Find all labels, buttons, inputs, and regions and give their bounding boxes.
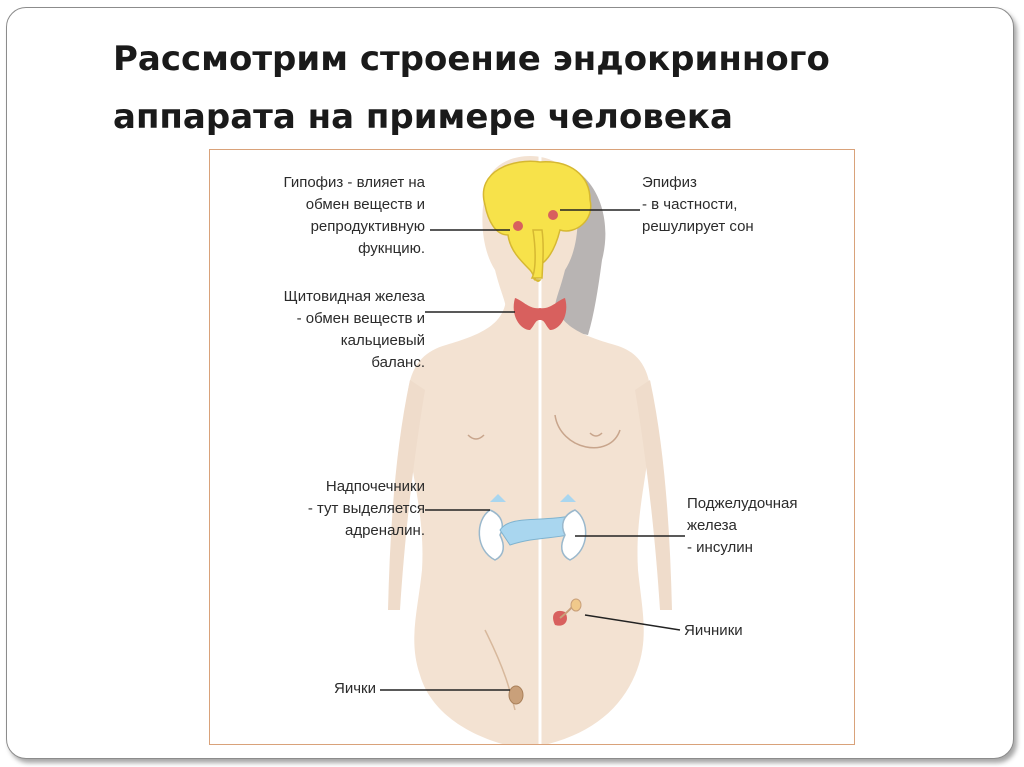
- title-line-1: Рассмотрим строение эндокринного: [113, 39, 830, 79]
- right-chest: [554, 414, 621, 449]
- right-adrenal: [560, 494, 576, 502]
- endocrine-diagram: Гипофиз - влияет на обмен веществ и репр…: [209, 149, 855, 745]
- testis-shape: [508, 685, 524, 705]
- label-pituitary: Гипофиз - влияет на обмен веществ и репр…: [283, 174, 425, 257]
- thyroid-shape: [513, 298, 567, 330]
- pineal-dot: [548, 210, 558, 220]
- label-pancreas: Поджелудочная железа - инсулин: [687, 495, 798, 556]
- pituitary-dot: [513, 221, 523, 231]
- brainstem: [530, 229, 544, 279]
- label-pineal: Эпифиз - в частности, решулирует сон: [642, 174, 754, 235]
- right-nipple: [589, 432, 603, 437]
- right-kidney: [560, 509, 587, 561]
- ovary-right: [570, 598, 582, 612]
- label-ovaries: Яичники: [684, 622, 743, 639]
- left-arm-shape: [388, 380, 425, 610]
- slide-title: Рассмотрим строение эндокринного аппарат…: [113, 30, 973, 146]
- body-illustration: [380, 150, 685, 744]
- label-testes: Яички: [334, 680, 376, 697]
- pointer-ovaries: [584, 614, 681, 631]
- label-adrenals: Надпочечники - тут выделяется адреналин.: [307, 478, 425, 539]
- left-nipple: [467, 434, 485, 440]
- label-thyroid: Щитовидная железа - обмен веществ и каль…: [283, 288, 425, 371]
- left-adrenal: [490, 494, 506, 502]
- right-arm-shape: [635, 380, 672, 610]
- title-line-2: аппарата на примере человека: [113, 97, 733, 137]
- left-kidney: [478, 509, 505, 561]
